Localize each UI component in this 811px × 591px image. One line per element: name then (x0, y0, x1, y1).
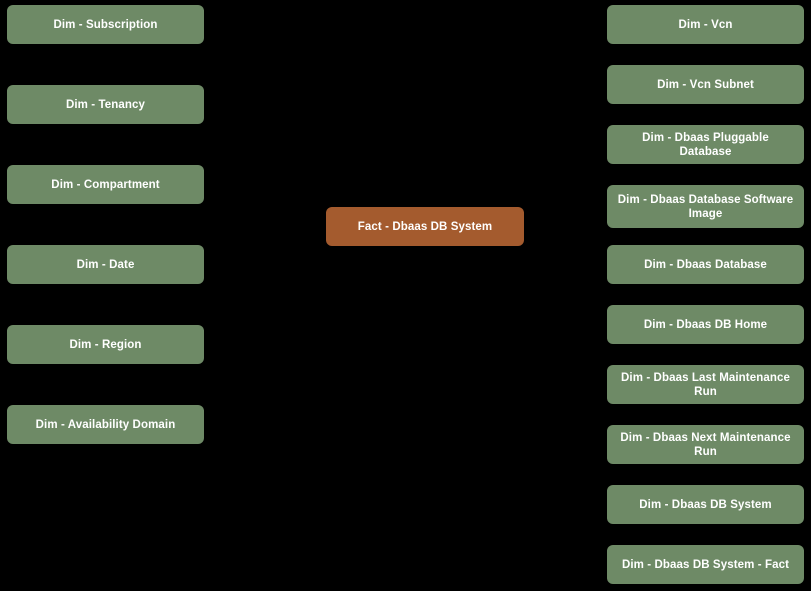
node-label: Dim - Vcn (678, 18, 733, 31)
dimension-table-right-9[interactable]: Dim - Dbaas DB System - Fact (607, 545, 804, 584)
node-label: Dim - Subscription (53, 18, 158, 31)
dimension-table-left-5[interactable]: Dim - Availability Domain (7, 405, 204, 444)
node-label: Dim - Dbaas Last Maintenance Run (621, 371, 790, 398)
node-label: Dim - Region (69, 338, 142, 351)
dimension-table-left-1[interactable]: Dim - Tenancy (7, 85, 204, 124)
dimension-table-right-3[interactable]: Dim - Dbaas Database Software Image (607, 185, 804, 228)
node-label: Dim - Dbaas DB System (639, 498, 772, 511)
dimension-table-right-4[interactable]: Dim - Dbaas Database (607, 245, 804, 284)
dimension-table-left-0[interactable]: Dim - Subscription (7, 5, 204, 44)
dimension-table-left-2[interactable]: Dim - Compartment (7, 165, 204, 204)
node-label: Dim - Dbaas Pluggable Database (642, 131, 769, 158)
dimension-table-right-2[interactable]: Dim - Dbaas Pluggable Database (607, 125, 804, 164)
fact-table[interactable]: Fact - Dbaas DB System (326, 207, 524, 246)
node-label: Dim - Compartment (51, 178, 160, 191)
dimension-table-right-0[interactable]: Dim - Vcn (607, 5, 804, 44)
dimension-table-right-1[interactable]: Dim - Vcn Subnet (607, 65, 804, 104)
dimension-table-right-8[interactable]: Dim - Dbaas DB System (607, 485, 804, 524)
node-label: Fact - Dbaas DB System (357, 220, 493, 233)
node-label: Dim - Availability Domain (35, 418, 176, 431)
dimension-table-right-6[interactable]: Dim - Dbaas Last Maintenance Run (607, 365, 804, 404)
node-label: Dim - Dbaas Database Software Image (617, 193, 794, 220)
dimension-table-left-4[interactable]: Dim - Region (7, 325, 204, 364)
dimension-table-left-3[interactable]: Dim - Date (7, 245, 204, 284)
node-label: Dim - Dbaas Database (644, 258, 767, 271)
node-label: Dim - Tenancy (65, 98, 146, 111)
dimension-table-right-7[interactable]: Dim - Dbaas Next Maintenance Run (607, 425, 804, 464)
node-label: Dim - Date (76, 258, 135, 271)
dimension-table-right-5[interactable]: Dim - Dbaas DB Home (607, 305, 804, 344)
node-label: Dim - Dbaas DB Home (643, 318, 768, 331)
node-label: Dim - Dbaas Next Maintenance Run (620, 431, 791, 458)
node-label: Dim - Vcn Subnet (657, 78, 754, 91)
node-label: Dim - Dbaas DB System - Fact (621, 558, 790, 571)
